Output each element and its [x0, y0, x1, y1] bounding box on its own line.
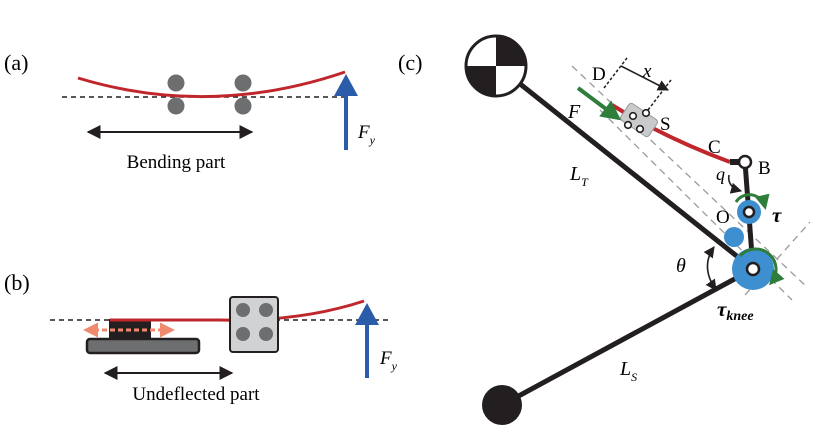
hip-joint-icon — [464, 34, 528, 98]
label-d: D — [592, 64, 606, 85]
joint-b-icon — [737, 154, 753, 170]
roller-icon — [167, 74, 185, 92]
roller-icon — [234, 97, 252, 115]
angle-theta-arc — [703, 246, 717, 291]
shank-link — [500, 266, 755, 408]
roller-icon — [236, 303, 250, 317]
label-o: O — [716, 207, 730, 228]
roller-icon — [234, 74, 252, 92]
label-lt: LT — [569, 163, 589, 189]
label-tau-knee: τknee — [717, 297, 754, 324]
panel-b-spring-strip — [110, 299, 365, 322]
label-x: x — [642, 61, 652, 82]
guide-line-upper — [571, 65, 809, 289]
label-c: C — [708, 137, 721, 158]
roller-icon — [259, 327, 273, 341]
panel-c: (c) — [398, 34, 811, 425]
bending-part-caption: Bending part — [127, 152, 226, 173]
undeflected-part-caption: Undeflected part — [132, 384, 260, 405]
idler-pulley-icon — [724, 227, 744, 247]
force-arrow-icon — [355, 303, 379, 325]
knee-joint-icon — [745, 261, 761, 277]
force-f-arrow — [576, 86, 622, 121]
label-theta: θ — [676, 255, 686, 277]
panel-a-tag: (a) — [4, 50, 28, 75]
dim-tick-s — [647, 79, 672, 111]
panel-a-spring-strip — [77, 70, 346, 99]
force-fy-label: Fy — [357, 122, 376, 147]
dim-tick-d — [603, 57, 628, 89]
guide-line-lower — [599, 109, 793, 301]
label-b: B — [758, 158, 771, 179]
panel-b-tag: (b) — [4, 270, 30, 295]
base-plate — [85, 337, 201, 355]
tau-knee-arrow — [738, 247, 785, 286]
label-s: S — [660, 114, 671, 135]
roller-icon — [167, 97, 185, 115]
angle-q-arc — [727, 174, 743, 194]
label-q: q — [716, 164, 725, 184]
ankle-joint-icon — [482, 385, 522, 425]
joint-o-icon — [742, 205, 756, 219]
force-fy-label: Fy — [379, 348, 398, 373]
panel-c-tag: (c) — [398, 50, 422, 75]
panel-b: (b) Undeflected part Fy — [4, 270, 398, 405]
label-tau: τ — [772, 203, 782, 227]
thigh-link — [498, 66, 755, 271]
panel-a: (a) Bending part Fy — [4, 50, 376, 173]
roller-icon — [259, 303, 273, 317]
force-arrow-icon — [334, 74, 358, 96]
label-f: F — [567, 101, 581, 123]
tau-arrow — [734, 193, 770, 210]
slider-block-icon — [619, 102, 659, 138]
label-ls: LS — [619, 358, 637, 384]
roller-icon — [236, 327, 250, 341]
x-dimension-arrow — [620, 65, 669, 91]
